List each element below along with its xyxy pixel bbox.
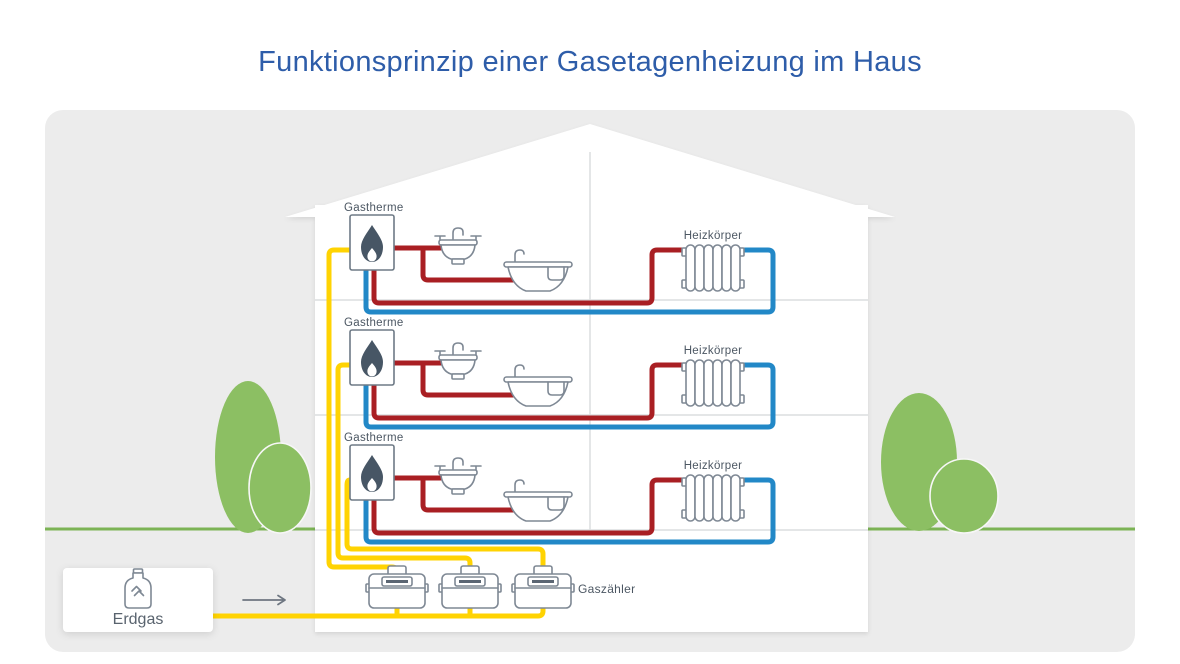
bush-left: [215, 381, 312, 534]
gas-meter-label: Gaszähler: [578, 582, 635, 596]
interior-lines: [315, 152, 868, 531]
page-title: Funktionsprinzip einer Gasetagenheizung …: [258, 46, 922, 78]
floor-2: Gastherme Heizkörper: [344, 317, 773, 427]
diagram-canvas: Gastherme Heizkörper Gastherme Heizkörpe…: [45, 124, 1135, 632]
floor-3: Gastherme Heizkörper: [344, 432, 773, 542]
gas-meters: Gaszähler: [364, 564, 635, 610]
erdgas-source-box: Erdgas: [63, 568, 213, 632]
bush-right: [881, 393, 999, 534]
boiler-label: Gastherme: [344, 317, 404, 329]
right-arrow-icon: [242, 594, 286, 606]
floor-1: Gastherme Heizkörper: [344, 202, 773, 312]
radiator-label: Heizkörper: [684, 460, 743, 472]
boiler-label: Gastherme: [344, 432, 404, 444]
gas-pipe-floor-3: [344, 477, 546, 578]
gas-pipe-network: [205, 247, 546, 619]
source-label: Erdgas: [113, 611, 164, 628]
radiator-label: Heizkörper: [684, 345, 743, 357]
diagram-panel: Gastherme Heizkörper Gastherme Heizkörpe…: [45, 110, 1135, 652]
gas-pipe-floor-2: [335, 362, 473, 578]
boiler-label: Gastherme: [344, 202, 404, 214]
radiator-label: Heizkörper: [684, 230, 743, 242]
